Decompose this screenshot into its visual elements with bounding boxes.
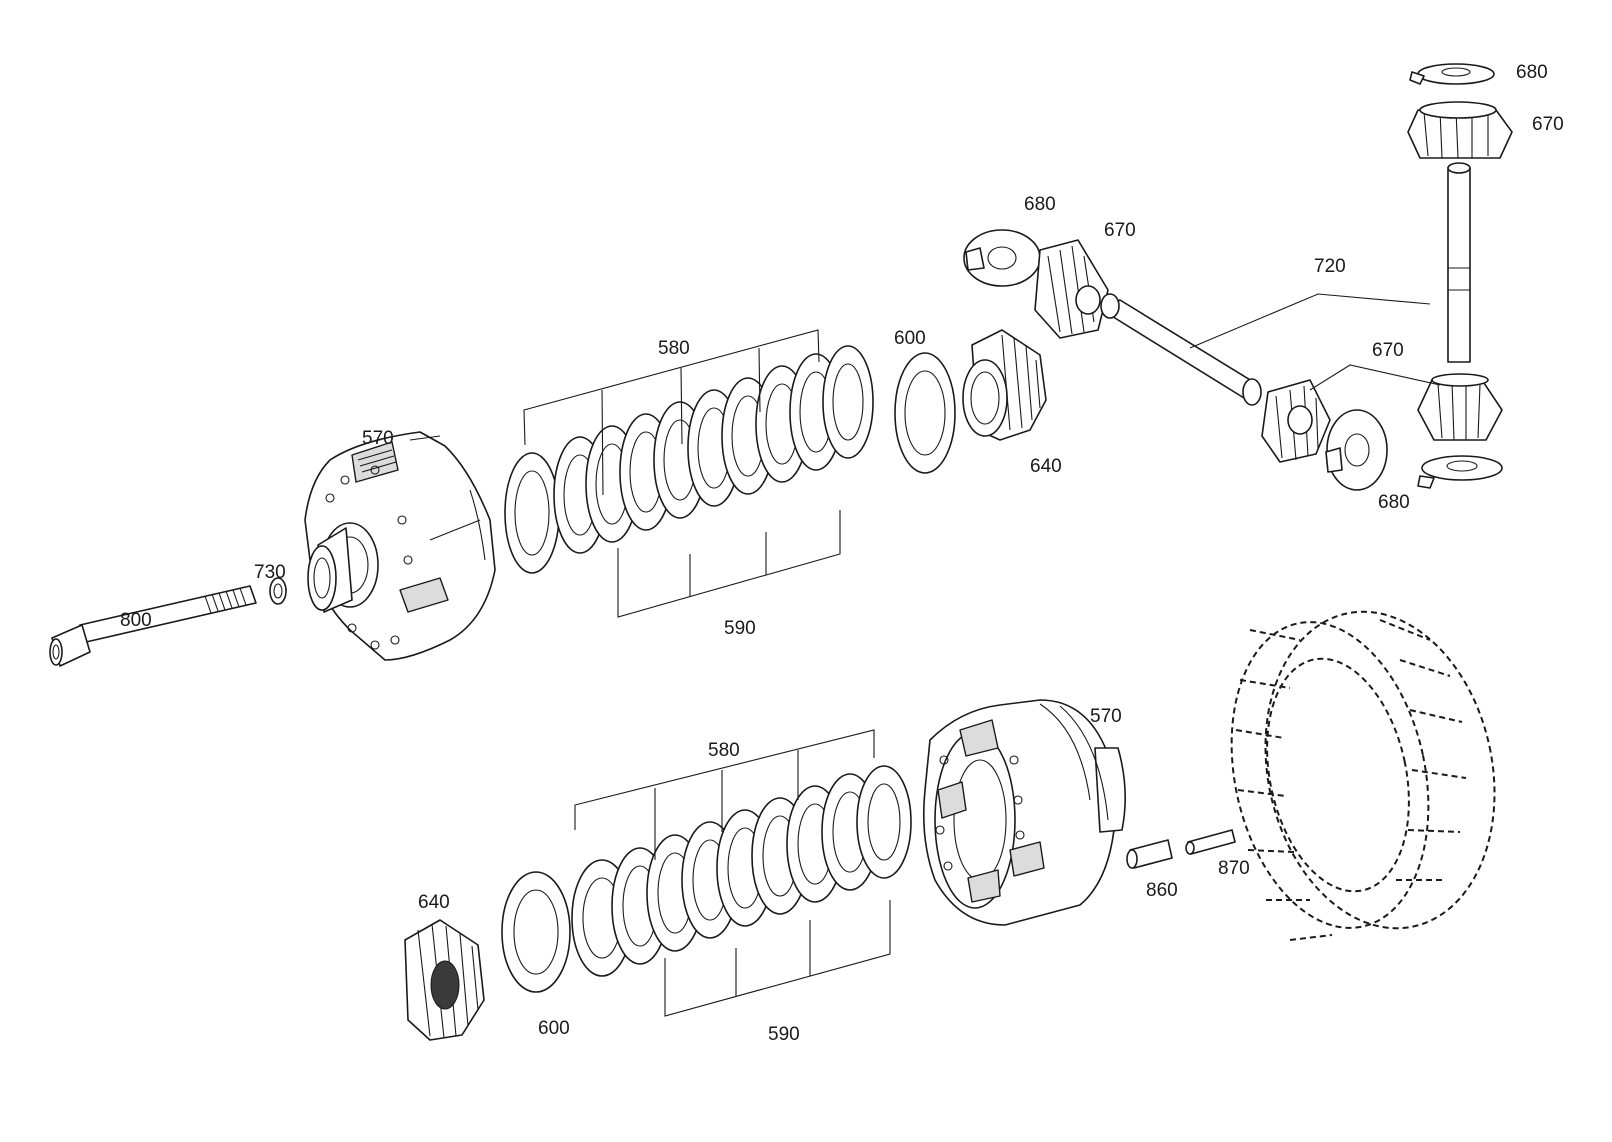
housing-570-upper	[304, 431, 496, 661]
label-670-top: 670	[1532, 114, 1564, 135]
label-590-upper: 590	[724, 618, 756, 639]
label-590-lower: 590	[768, 1024, 800, 1045]
bracket-580-upper	[523, 329, 820, 496]
label-600-lower: 600	[538, 1018, 570, 1039]
clutch-plates-lower	[571, 765, 912, 977]
label-580-upper: 580	[658, 338, 690, 359]
leader-lines	[1189, 293, 1441, 391]
cross-shaft-720-vert	[1447, 162, 1471, 363]
bracket-590-upper	[617, 510, 841, 618]
cross-shaft-720-diag	[1100, 293, 1262, 406]
pin-860	[1126, 839, 1173, 869]
washer-680-low	[1325, 409, 1388, 491]
pinion-670-low	[1261, 379, 1331, 463]
pinion-670-mid	[1034, 239, 1109, 339]
label-670-low: 670	[1372, 340, 1404, 361]
label-640-lower: 640	[418, 892, 450, 913]
label-580-lower: 580	[708, 740, 740, 761]
washer-680-right	[1417, 455, 1503, 489]
label-600-upper: 600	[894, 328, 926, 349]
pinion-670-right	[1417, 373, 1503, 441]
side-gear-640-lower	[404, 919, 485, 1041]
label-870: 870	[1218, 858, 1250, 879]
washer-600-upper	[894, 352, 956, 474]
washer-730	[269, 577, 287, 605]
label-680-mid: 680	[1024, 194, 1056, 215]
label-680-top: 680	[1516, 62, 1548, 83]
housing-570-lower	[923, 699, 1126, 926]
bracket-590-lower	[664, 900, 891, 1017]
pinion-670-top	[1407, 101, 1513, 159]
label-570-upper: 570	[362, 428, 394, 449]
clutch-plates-upper	[504, 345, 874, 574]
label-720: 720	[1314, 256, 1346, 277]
washer-680-top	[1409, 63, 1495, 85]
washer-680-mid	[963, 229, 1041, 287]
label-800: 800	[120, 610, 152, 631]
label-680-low: 680	[1378, 492, 1410, 513]
pin-870	[1185, 829, 1236, 855]
label-670-mid: 670	[1104, 220, 1136, 241]
bracket-580-lower	[574, 729, 875, 860]
label-570-lower: 570	[1090, 706, 1122, 727]
label-860: 860	[1146, 880, 1178, 901]
label-640-upper: 640	[1030, 456, 1062, 477]
bolt-800	[49, 585, 257, 667]
side-gear-640-upper	[962, 329, 1047, 441]
part-labels: 680 670 680 670 720 670 680 580 600 640 …	[120, 62, 1564, 1045]
label-730: 730	[254, 562, 286, 583]
washer-600-lower	[501, 871, 571, 993]
ring-gear-phantom	[1230, 610, 1496, 941]
